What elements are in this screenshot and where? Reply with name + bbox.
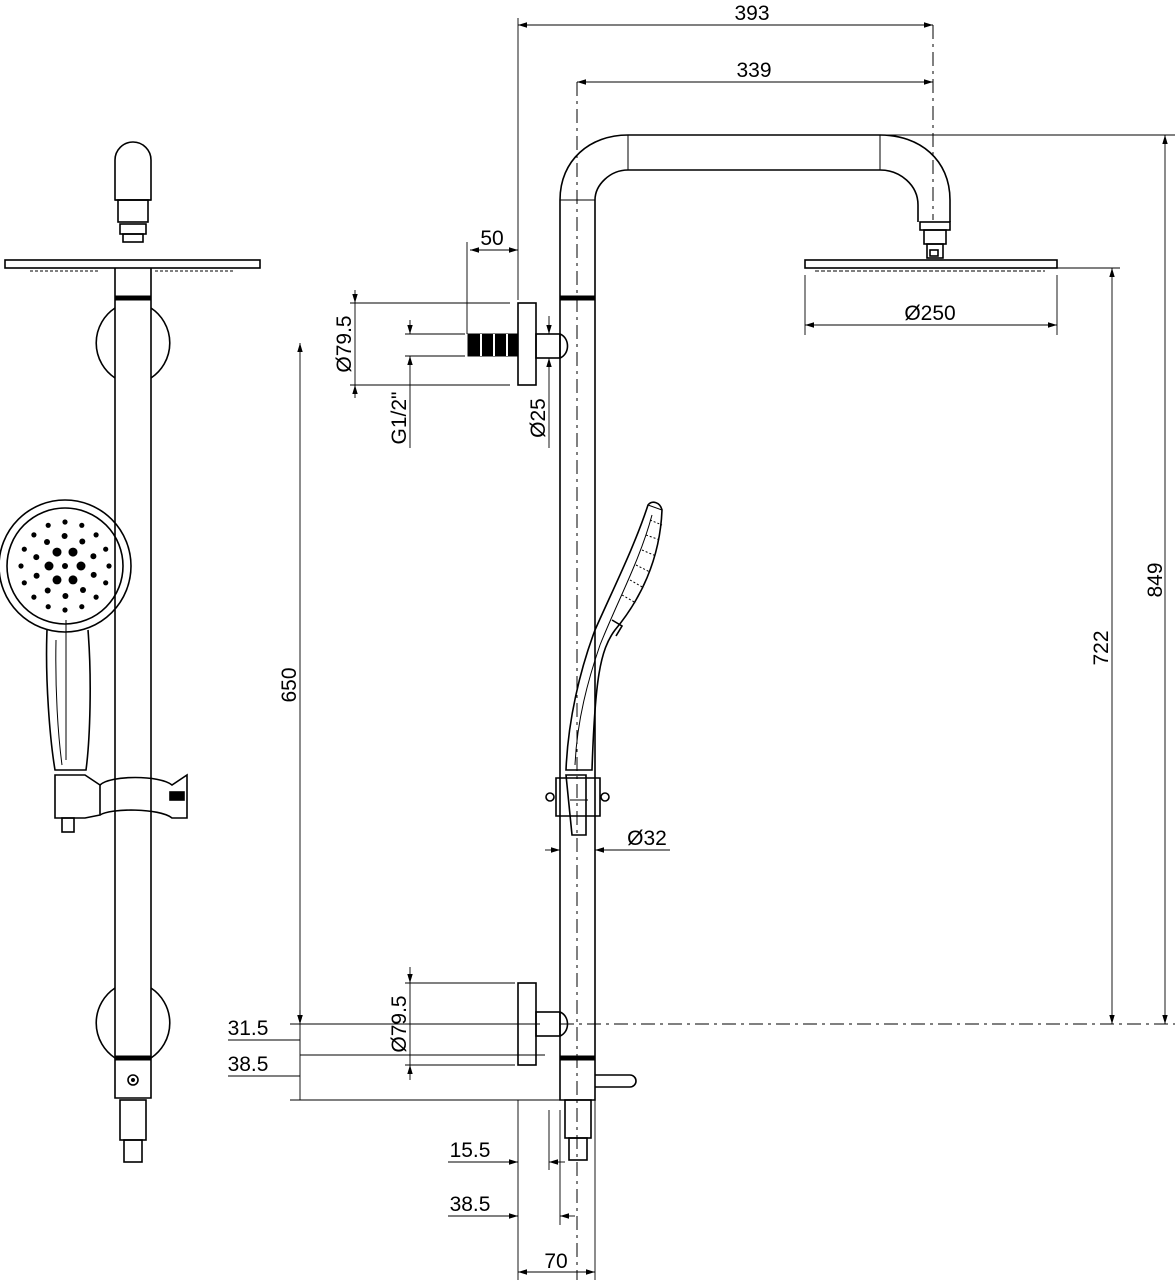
nozzle	[93, 532, 99, 538]
nozzle	[44, 561, 54, 571]
nozzle	[21, 546, 27, 552]
dimension-labels: 393 339 50 Ø250 Ø32 31.5 38.5 15.5 38.5 …	[228, 2, 1167, 1273]
nozzle	[18, 563, 24, 569]
dim-overall-width: 393	[734, 2, 769, 25]
nozzle	[52, 575, 62, 585]
nozzle	[31, 532, 37, 538]
dim-depth-a: 15.5	[450, 1139, 491, 1162]
dimension-lines	[228, 22, 1168, 1275]
nozzle	[90, 553, 97, 560]
nozzle	[62, 607, 68, 613]
dim-wall-offset: 50	[480, 227, 503, 250]
nozzle	[103, 580, 109, 586]
extension-lines	[290, 18, 1175, 1280]
nozzle	[93, 594, 99, 600]
nozzle	[80, 587, 86, 593]
dim-depth-c: 70	[544, 1250, 567, 1273]
nozzle	[103, 546, 109, 552]
dim-offset-a: 31.5	[228, 1017, 269, 1040]
nozzle	[62, 593, 69, 599]
side-view	[467, 134, 1058, 1161]
dim-rail-height: 650	[278, 667, 301, 702]
dim-offset-b: 38.5	[228, 1053, 269, 1076]
nozzle	[33, 554, 40, 561]
nozzle	[61, 533, 68, 539]
nozzle	[45, 604, 51, 610]
dim-arm-diameter: Ø25	[527, 398, 550, 438]
nozzle	[68, 575, 78, 585]
side-hand-shower	[565, 501, 663, 771]
nozzle	[62, 563, 68, 569]
nozzle	[62, 519, 68, 525]
nozzle	[31, 594, 37, 600]
dim-slider-diameter: Ø32	[627, 827, 667, 850]
nozzle	[52, 547, 62, 557]
front-hand-shower	[0, 499, 132, 771]
dim-total-height: 849	[1144, 562, 1167, 597]
front-overhead-shower-head	[4, 259, 261, 272]
dim-flange-bottom: Ø79.5	[388, 995, 411, 1052]
side-slider-holder	[545, 774, 610, 836]
center-lines	[560, 25, 1175, 1280]
nozzle	[21, 580, 27, 586]
front-slider-holder	[54, 773, 188, 833]
nozzle	[76, 561, 86, 571]
nozzle	[44, 539, 50, 545]
nozzle	[68, 547, 78, 557]
upper-wall-connection	[467, 302, 569, 386]
side-overhead-shower-head	[804, 259, 1058, 272]
nozzle	[45, 522, 51, 528]
dim-depth-b: 38.5	[450, 1193, 491, 1216]
dim-thread: G1/2"	[388, 392, 411, 445]
dim-center-to-head: 339	[736, 59, 771, 82]
nozzle	[79, 538, 86, 545]
nozzle	[90, 571, 97, 578]
nozzle	[106, 563, 112, 569]
front-view	[0, 141, 261, 1163]
dim-head-diameter: Ø250	[904, 302, 955, 325]
dim-flange-top: Ø79.5	[333, 315, 356, 372]
nozzle	[44, 587, 51, 594]
dim-head-height: 722	[1090, 630, 1113, 665]
nozzle	[79, 604, 85, 610]
nozzle	[79, 522, 85, 528]
nozzle	[33, 572, 40, 579]
